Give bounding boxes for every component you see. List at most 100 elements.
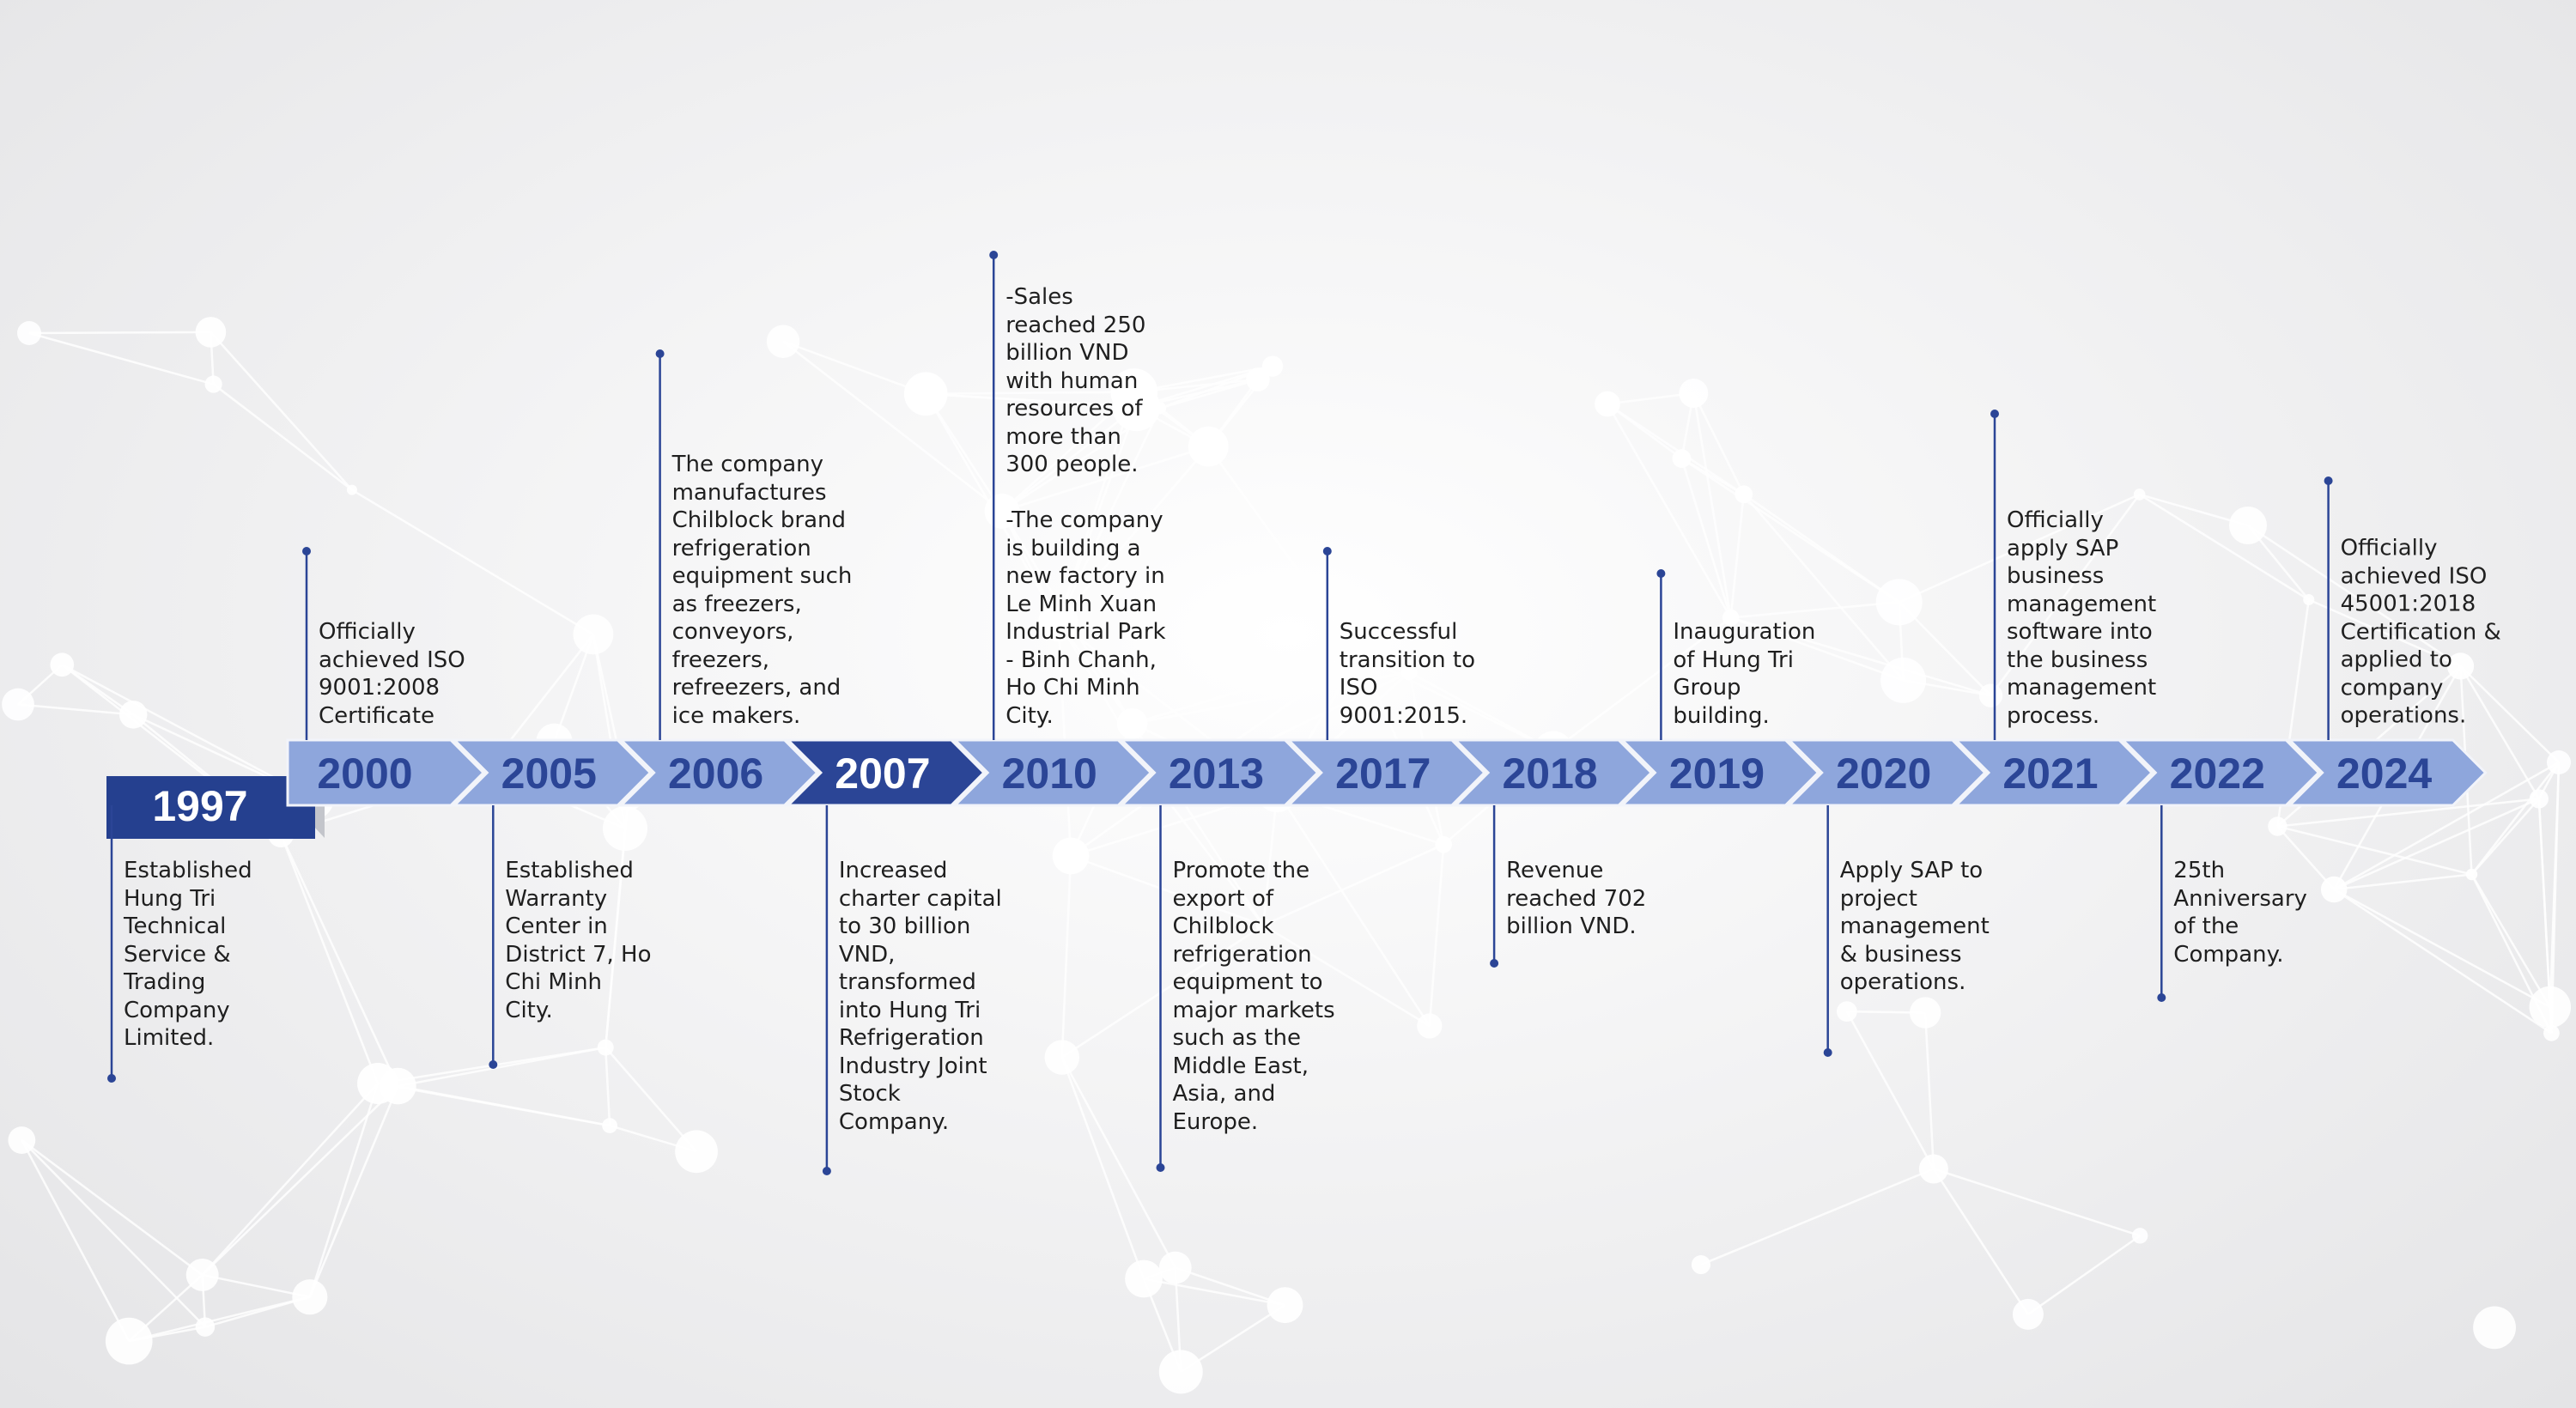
network-node <box>1261 355 1284 377</box>
network-node <box>118 701 148 729</box>
network-node <box>1918 1154 1948 1184</box>
network-node <box>597 1039 614 1056</box>
network-node <box>2012 1298 2044 1330</box>
event-text-2013: Promote the export of Chilblock refriger… <box>1172 858 1335 1135</box>
network-node <box>1691 1255 1711 1275</box>
year-arrow-2010: 2010 <box>951 738 1153 807</box>
connector-2010 <box>989 251 999 740</box>
connector-2005 <box>489 805 498 1069</box>
connector-2017 <box>1322 547 1332 740</box>
network-node <box>1875 579 1923 626</box>
event-text-2020: Apply SAP to project management & busine… <box>1839 858 1990 995</box>
connector-2018 <box>1490 805 1499 968</box>
network-node <box>1110 368 1158 416</box>
network-node <box>2465 868 2478 881</box>
event-text-2017: Successful transition to ISO 9001:2015. <box>1339 619 1476 729</box>
year-label: 2010 <box>1002 750 1097 798</box>
network-node <box>292 1279 328 1315</box>
year-label: 2018 <box>1502 750 1597 798</box>
year-arrow-2020: 2020 <box>1786 738 1987 807</box>
event-text-2006: The company manufactures Chilblock brand… <box>671 452 853 729</box>
network-node <box>1255 918 1271 933</box>
year-label: 2007 <box>835 750 930 798</box>
network-node <box>2 688 34 721</box>
network-node <box>1595 391 1620 417</box>
year-arrow-2007: 2007 <box>785 738 987 807</box>
network-node <box>1836 1001 1857 1023</box>
year-arrow-2017: 2017 <box>1285 738 1486 807</box>
network-node <box>2268 816 2287 836</box>
network-node <box>602 1118 617 1133</box>
connector-2013 <box>1156 805 1165 1172</box>
year-label: 2013 <box>1169 750 1264 798</box>
event-text-2010: -Sales reached 250 billion VND with huma… <box>1005 284 1166 729</box>
network-node <box>1158 1350 1203 1394</box>
network-node <box>1044 1040 1080 1075</box>
year-label: 2022 <box>2170 750 2265 798</box>
year-arrow-2005: 2005 <box>451 738 653 807</box>
network-node <box>1188 426 1229 467</box>
network-node <box>2547 750 2571 774</box>
network-node <box>1880 657 1927 703</box>
network-node <box>573 614 614 655</box>
network-node <box>1435 835 1453 853</box>
network-node <box>185 1258 219 1291</box>
network-node <box>603 806 647 851</box>
year-label: 2006 <box>668 750 763 798</box>
network-node <box>2320 876 2348 903</box>
network-node <box>1246 367 1270 391</box>
year-arrow-2006: 2006 <box>617 738 819 807</box>
network-node <box>50 652 75 677</box>
year-arrow-2022: 2022 <box>2119 738 2321 807</box>
year-label: 2005 <box>501 750 597 798</box>
event-text-2024: Officially achieved ISO 45001:2018 Certi… <box>2340 535 2501 729</box>
event-text-2019: Inauguration of Hung Tri Group building. <box>1673 619 1816 729</box>
year-arrow-2013: 2013 <box>1118 738 1320 807</box>
network-node <box>2229 507 2267 544</box>
network-node <box>1722 609 1740 627</box>
event-text-2018: Revenue reached 702 billion VND. <box>1506 858 1647 939</box>
network-node <box>2303 593 2315 606</box>
connector-2006 <box>655 349 665 740</box>
connector-2022 <box>2157 805 2166 1002</box>
network-node <box>1158 1251 1192 1284</box>
connector-2000 <box>302 547 311 740</box>
network-node <box>195 317 227 348</box>
network-node <box>1672 449 1692 469</box>
connector-2007 <box>822 805 831 1175</box>
network-node <box>1978 683 2003 707</box>
year-label: 2024 <box>2336 750 2432 798</box>
network-node <box>903 372 948 416</box>
network-node <box>2529 789 2549 809</box>
year-arrow-2019: 2019 <box>1619 738 1820 807</box>
year-label: 2020 <box>1836 750 1931 798</box>
year-label: 2000 <box>317 750 412 798</box>
network-node <box>204 375 222 393</box>
event-text-2000: Officially achieved ISO 9001:2008 Certif… <box>319 619 465 729</box>
network-node <box>195 1317 216 1337</box>
network-node <box>2131 1228 2148 1244</box>
event-text-2021: Officially apply SAP business management… <box>2007 507 2157 729</box>
network-node <box>675 1130 718 1174</box>
network-node <box>8 1126 36 1154</box>
network-node <box>766 325 800 358</box>
connector-1997 <box>107 805 116 1083</box>
network-node <box>1052 837 1090 875</box>
network-node <box>2473 1306 2517 1350</box>
network-node <box>2543 1024 2560 1041</box>
year-arrow-2021: 2021 <box>1953 738 2154 807</box>
event-text-2022: 25th Anniversary of the Company. <box>2173 858 2307 968</box>
network-node <box>357 1063 398 1104</box>
year-label: 2021 <box>2002 750 2098 798</box>
network-node <box>1679 379 1709 408</box>
network-node <box>1417 1013 1443 1039</box>
network-node <box>2133 489 2146 501</box>
year-label: 2017 <box>1335 750 1431 798</box>
year-label: 2019 <box>1669 750 1765 798</box>
connector-2021 <box>1990 410 1999 740</box>
year-arrow-2018: 2018 <box>1452 738 1654 807</box>
network-node <box>1909 997 1941 1029</box>
connector-2020 <box>1823 805 1832 1057</box>
network-node <box>2529 986 2572 1029</box>
